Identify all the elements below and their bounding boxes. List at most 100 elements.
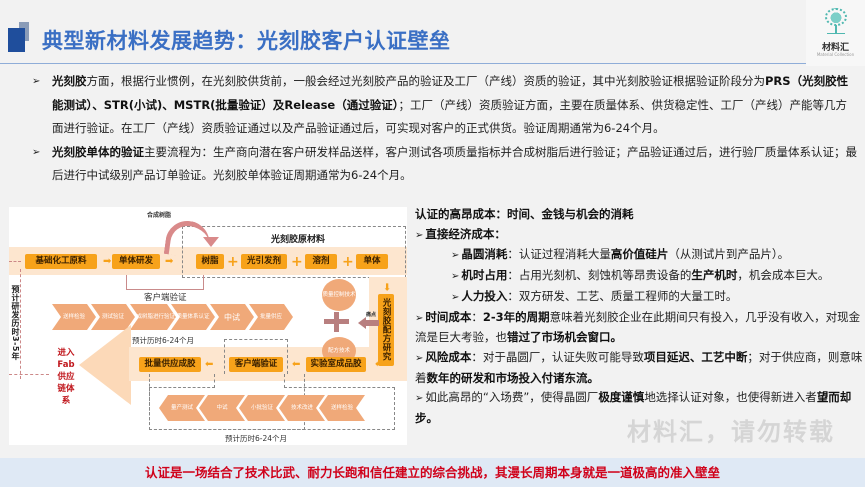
item-label: 机时占用 [461,268,508,283]
chevron-step: 合成树脂进行验证 [130,304,176,330]
slide-header: 典型新材料发展趋势：光刻胶客户认证壁垒 材料汇 Material Collect… [0,0,865,66]
arrow-bullet-icon: ➢ [32,146,41,158]
duration-label: 预计历时6-24个月 [225,434,288,443]
risk-cost-item: ➢风险成本：对于晶圆厂，认证失败可能导致项目延迟、工艺中断；对于供应商，则意味着… [415,348,863,388]
intro-bullets: ➢ 光刻胶方面，根据行业惯例，在光刻胶供货前，一般会经过光刻胶产品的验证及工厂（… [28,70,858,188]
material-monomer: 单体 [356,254,388,269]
duration-label: 预计历时6-24个月 [132,336,195,345]
bullet-keyword: 光刻胶 [52,74,87,88]
pain-arrow-shaft [365,320,379,326]
arrow-bullet-icon: ➢ [451,271,460,283]
customer-verify-bracket [126,275,204,290]
item-label: 晶圆消耗 [461,247,508,262]
bracket-left [149,374,215,388]
left-arrow-icon: ➡ [375,359,384,370]
rd-duration-vertical: 预计研发历时3-5年 [11,285,20,361]
material-resin: 树脂 [196,254,224,269]
dashed-connector [9,374,49,375]
formula-research-text: 光刻胶配方研究 [381,298,391,361]
item-text: ： [471,309,483,324]
item-emphasis: 2-3年的周期 [482,309,550,324]
bullet-keyword: 光刻胶单体的验证 [52,144,144,159]
plus-icon: + [291,254,303,270]
plus-icon-horizontal [324,319,349,324]
item-emphasis: 数年的研发和市场投入付诸东流。 [426,370,600,385]
header-divider [0,63,806,64]
item-emphasis: 望而却步。 [415,390,852,426]
item-label: 人力投入 [461,288,508,303]
stacked-squares-logo-icon [8,22,32,52]
arrow-bullet-icon: ➢ [415,352,424,364]
material-photoinitiator: 光引发剂 [241,254,287,269]
chevron-step: 批量供应 [249,304,293,330]
item-emphasis: 项目延迟、工艺中断 [643,349,748,364]
brand-name: 材料汇 [821,43,849,53]
plus-icon: + [342,254,354,270]
item-text: ：认证过程消耗大量 [507,247,611,262]
fab-label-text: 进入Fab供应链体系 [57,348,75,406]
bullet-text: 主要流程为：生产商向潜在客户研发样品送样，客户测试各项质量指标并合成树脂后进行验… [52,144,857,183]
item-label: 时间成本 [425,309,472,324]
item-emphasis: 错过了市场机会窗口。 [507,330,622,345]
bracket-right [284,374,395,388]
left-arrow-icon [358,317,366,329]
step-customer-verify: 客户端验证 [229,357,283,372]
bullet-text: 方面，根据行业惯例，在光刻胶供货前，一般会经过光刻胶产品的验证及工厂（产线）资质… [86,74,766,88]
arrow-bullet-icon: ➢ [415,229,424,241]
step-base-chemicals: 基础化工原料 [25,254,97,269]
wafer-consumption-item: ➢晶圆消耗：认证过程消耗大量高价值硅片（从测试片到产品片）。 [415,245,863,266]
entry-fee-item: ➢如此高昂的“入场费”，使得晶圆厂极度谨慎地选择认证对象，也使得新进入者望而却步… [415,388,863,428]
arrow-bullet-icon: ➢ [32,76,41,87]
item-text: 如此高昂的“入场费”，使得晶圆厂 [425,390,599,405]
item-text: ；对于供应商，则意味着 [415,349,863,385]
fab-supply-chain-label: 进入Fab供应链体系 [51,347,81,407]
bullet-stages: PRS（光刻胶性能测试）、STR(小试)、MSTR(批量验证）及Release（… [52,74,849,112]
step-lab-product: 实验室成品胶 [306,357,366,372]
cost-panel: 认证的高昂成本：时间、金钱与机会的消耗 ➢直接经济成本： ➢晶圆消耗：认证过程消… [415,205,863,429]
item-emphasis: 极度谨慎 [598,390,645,405]
pain-point-label: 痛点 [366,312,377,318]
item-text: 意味着光刻胶企业在此期间只有投入，几乎没有收入，对现金流是巨大考验，也 [415,309,861,345]
tree-logo-icon [823,8,849,34]
brand-subtitle: Material Collection [816,52,855,57]
item-text: ：占用光刻机、刻蚀机等昂贵设备的 [507,268,692,283]
arrow-bullet-icon: ➢ [451,250,460,262]
bullet-photoresist-verification: ➢ 光刻胶方面，根据行业惯例，在光刻胶供货前，一般会经过光刻胶产品的验证及工厂（… [28,70,858,141]
step-monomer-rd: 单体研发 [112,254,160,269]
bullet-monomer-verification: ➢ 光刻胶单体的验证主要流程为：生产商向潜在客户研发样品送样，客户测试各项质量指… [28,141,858,188]
direct-cost-item: ➢直接经济成本： [415,225,863,246]
item-text: ：对于晶圆厂，认证失败可能导致 [471,349,644,364]
arrow-bullet-icon: ➢ [415,312,424,324]
down-arrow-icon: ➡ [381,282,393,292]
dashed-connector [9,261,21,262]
customer-verify-group [224,339,288,374]
time-cost-item: ➢时间成本：2-3年的周期意味着光刻胶企业在此期间只有投入，几乎没有收入，对现金… [415,308,863,348]
left-dashed-border [9,269,21,379]
circle-quality-control: 质量控制技术 [322,279,356,311]
left-arrow-icon: ➡ [292,359,301,370]
item-emphasis: 生产机时 [691,268,738,283]
bullet-text: ；工厂（产线）资质验证方面，主要在质量体系、供货稳定性、工厂（产线）产能等几方面… [52,97,847,136]
formula-research-box: 光刻胶配方研究 [378,294,394,366]
right-arrow-icon: ➡ [103,256,112,267]
bottom-chevron-group [149,387,395,430]
item-text: ：双方研发、工艺、质量工程师的大量工时。 [507,288,738,303]
footer-conclusion: 认证是一场结合了技术比武、耐力长跑和信任建立的综合挑战，其漫长周期本身就是一道极… [144,465,720,480]
down-arrow-icon [203,237,219,247]
raw-material-group [182,226,406,278]
right-arrow-icon: ➡ [165,256,174,267]
item-emphasis: 高价值硅片 [610,247,669,262]
plus-icon: + [227,254,239,270]
arrow-bullet-icon: ➢ [415,393,424,405]
arrow-bullet-icon: ➢ [451,291,460,303]
manpower-item: ➢人力投入：双方研发、工艺、质量工程师的大量工时。 [415,287,863,308]
item-text: ，机会成本巨大。 [737,268,830,283]
item-label: 风险成本 [425,349,472,364]
chevron-step: 质量体系认证 [171,304,215,330]
customer-verify-label: 客户端验证 [144,293,187,303]
synth-resin-label: 合成树脂 [147,212,172,219]
cost-heading: 认证的高昂成本：时间、金钱与机会的消耗 [415,207,634,221]
page-title: 典型新材料发展趋势：光刻胶客户认证壁垒 [42,29,451,53]
watermark: 材料汇，请勿转载 [627,418,835,446]
chevron-step: 中试 [210,304,254,330]
